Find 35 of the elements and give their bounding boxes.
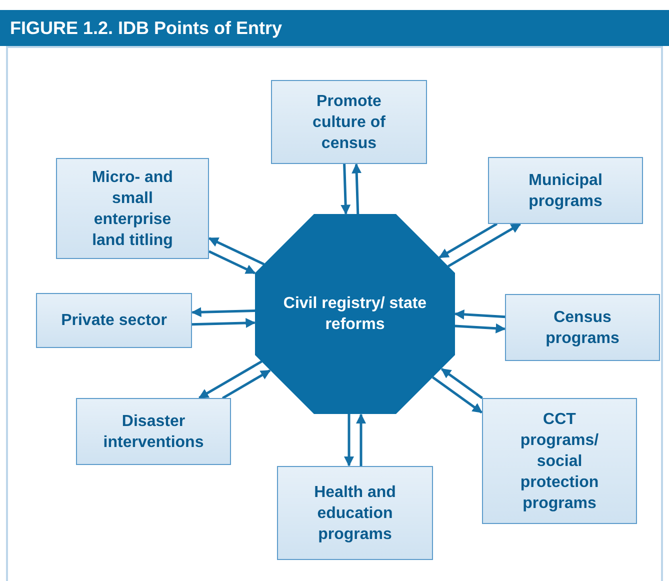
arrow xyxy=(191,307,256,318)
node-label: Health and education programs xyxy=(313,482,397,544)
octagon-node xyxy=(255,214,455,414)
arrow xyxy=(440,368,483,400)
arrow xyxy=(356,414,366,466)
arrow xyxy=(448,222,522,268)
arrow xyxy=(208,237,265,266)
node-label: Civil registry/ state reforms xyxy=(282,294,428,335)
arrow xyxy=(222,369,271,400)
arrow xyxy=(454,309,506,320)
arrow xyxy=(432,376,483,414)
program-box xyxy=(76,398,231,465)
node-label: Promote culture of census xyxy=(312,92,386,154)
node-label: Micro- and small enterprise land titling xyxy=(91,168,174,250)
node-label: CCT programs/ social protection programs xyxy=(519,410,600,514)
arrow xyxy=(454,323,506,334)
node-label: Municipal programs xyxy=(528,170,604,212)
node-label: Disaster interventions xyxy=(102,412,205,452)
arrow xyxy=(198,360,262,399)
arrow xyxy=(192,318,256,328)
arrow xyxy=(352,163,362,214)
node-label: Private sector xyxy=(61,311,167,331)
arrow xyxy=(208,250,256,274)
program-box xyxy=(482,398,637,524)
figure-title: FIGURE 1.2. IDB Points of Entry xyxy=(0,10,669,46)
program-box xyxy=(36,293,192,348)
program-box xyxy=(56,158,209,259)
program-box xyxy=(488,157,643,224)
arrow xyxy=(344,414,354,466)
program-box xyxy=(271,80,427,164)
node-label: Census programs xyxy=(544,308,620,348)
program-box xyxy=(505,294,660,361)
arrow xyxy=(340,164,351,215)
program-box xyxy=(277,466,433,560)
arrow xyxy=(438,222,498,259)
